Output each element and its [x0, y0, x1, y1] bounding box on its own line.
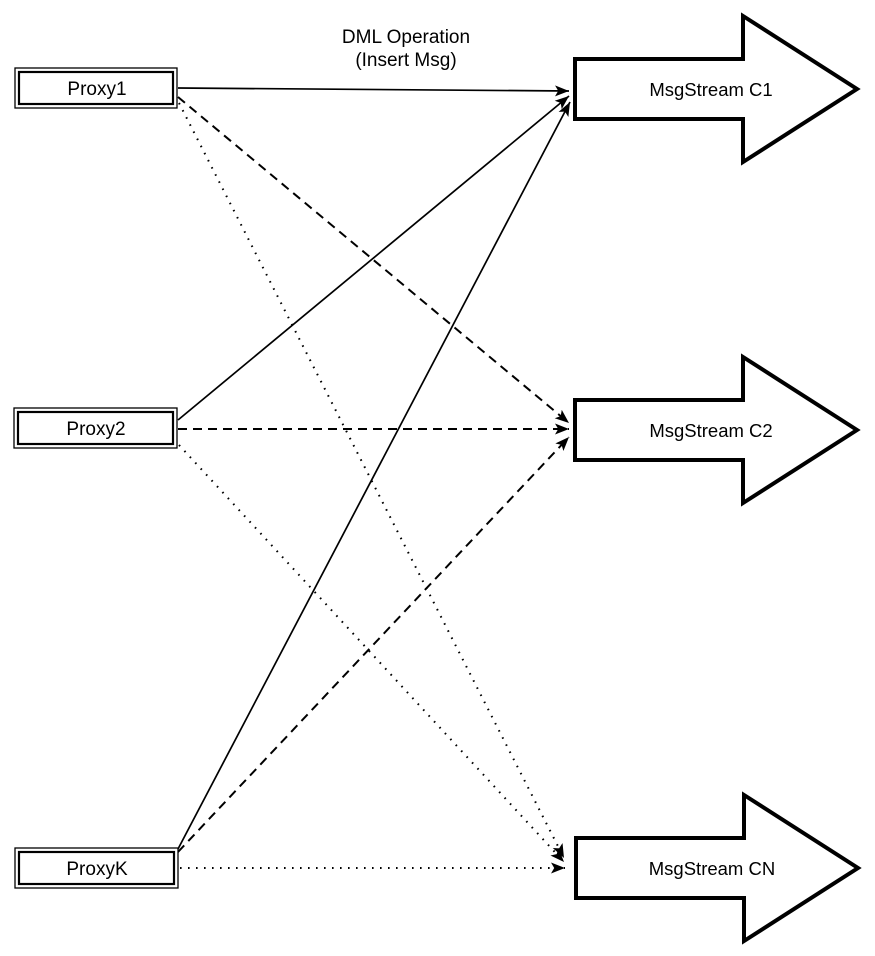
dml-operation-label-line1: DML Operation	[342, 27, 470, 48]
dml-operation-label-line2: (Insert Msg)	[355, 50, 456, 71]
stream-cn-arrow-shape	[574, 791, 862, 945]
stream-cn-label: MsgStream CN	[649, 858, 775, 879]
edge-proxy2-to-c1-solid	[177, 95, 570, 421]
edge-proxyk-to-c1-solid	[177, 101, 571, 850]
stream-cn-node: MsgStream CN	[574, 791, 862, 945]
proxy1-box-inner	[17, 70, 175, 106]
proxy1-node: Proxy1	[14, 67, 178, 109]
proxy2-node: Proxy2	[13, 407, 178, 449]
proxy2-box-inner	[16, 410, 175, 446]
stream-c1-node: MsgStream C1	[573, 12, 861, 166]
stream-c2-arrow-shape	[573, 353, 861, 507]
stream-c1-label: MsgStream C1	[649, 79, 772, 100]
proxyk-label: ProxyK	[66, 859, 128, 880]
edge-proxy1-to-c1-solid	[177, 85, 570, 97]
proxyk-box-inner	[17, 850, 176, 886]
edge-proxy1-to-c2-dashed	[177, 96, 570, 424]
proxy1-label: Proxy1	[67, 79, 126, 100]
edge-proxyk-to-c2-dashed	[177, 436, 570, 853]
edge-proxy2-to-cn-dotted	[178, 444, 565, 863]
stream-c1-arrow-shape	[573, 12, 861, 166]
stream-c2-label: MsgStream C2	[649, 420, 772, 441]
proxy2-label: Proxy2	[66, 419, 125, 440]
proxyk-node: ProxyK	[14, 847, 179, 889]
stream-c2-node: MsgStream C2	[573, 353, 861, 507]
